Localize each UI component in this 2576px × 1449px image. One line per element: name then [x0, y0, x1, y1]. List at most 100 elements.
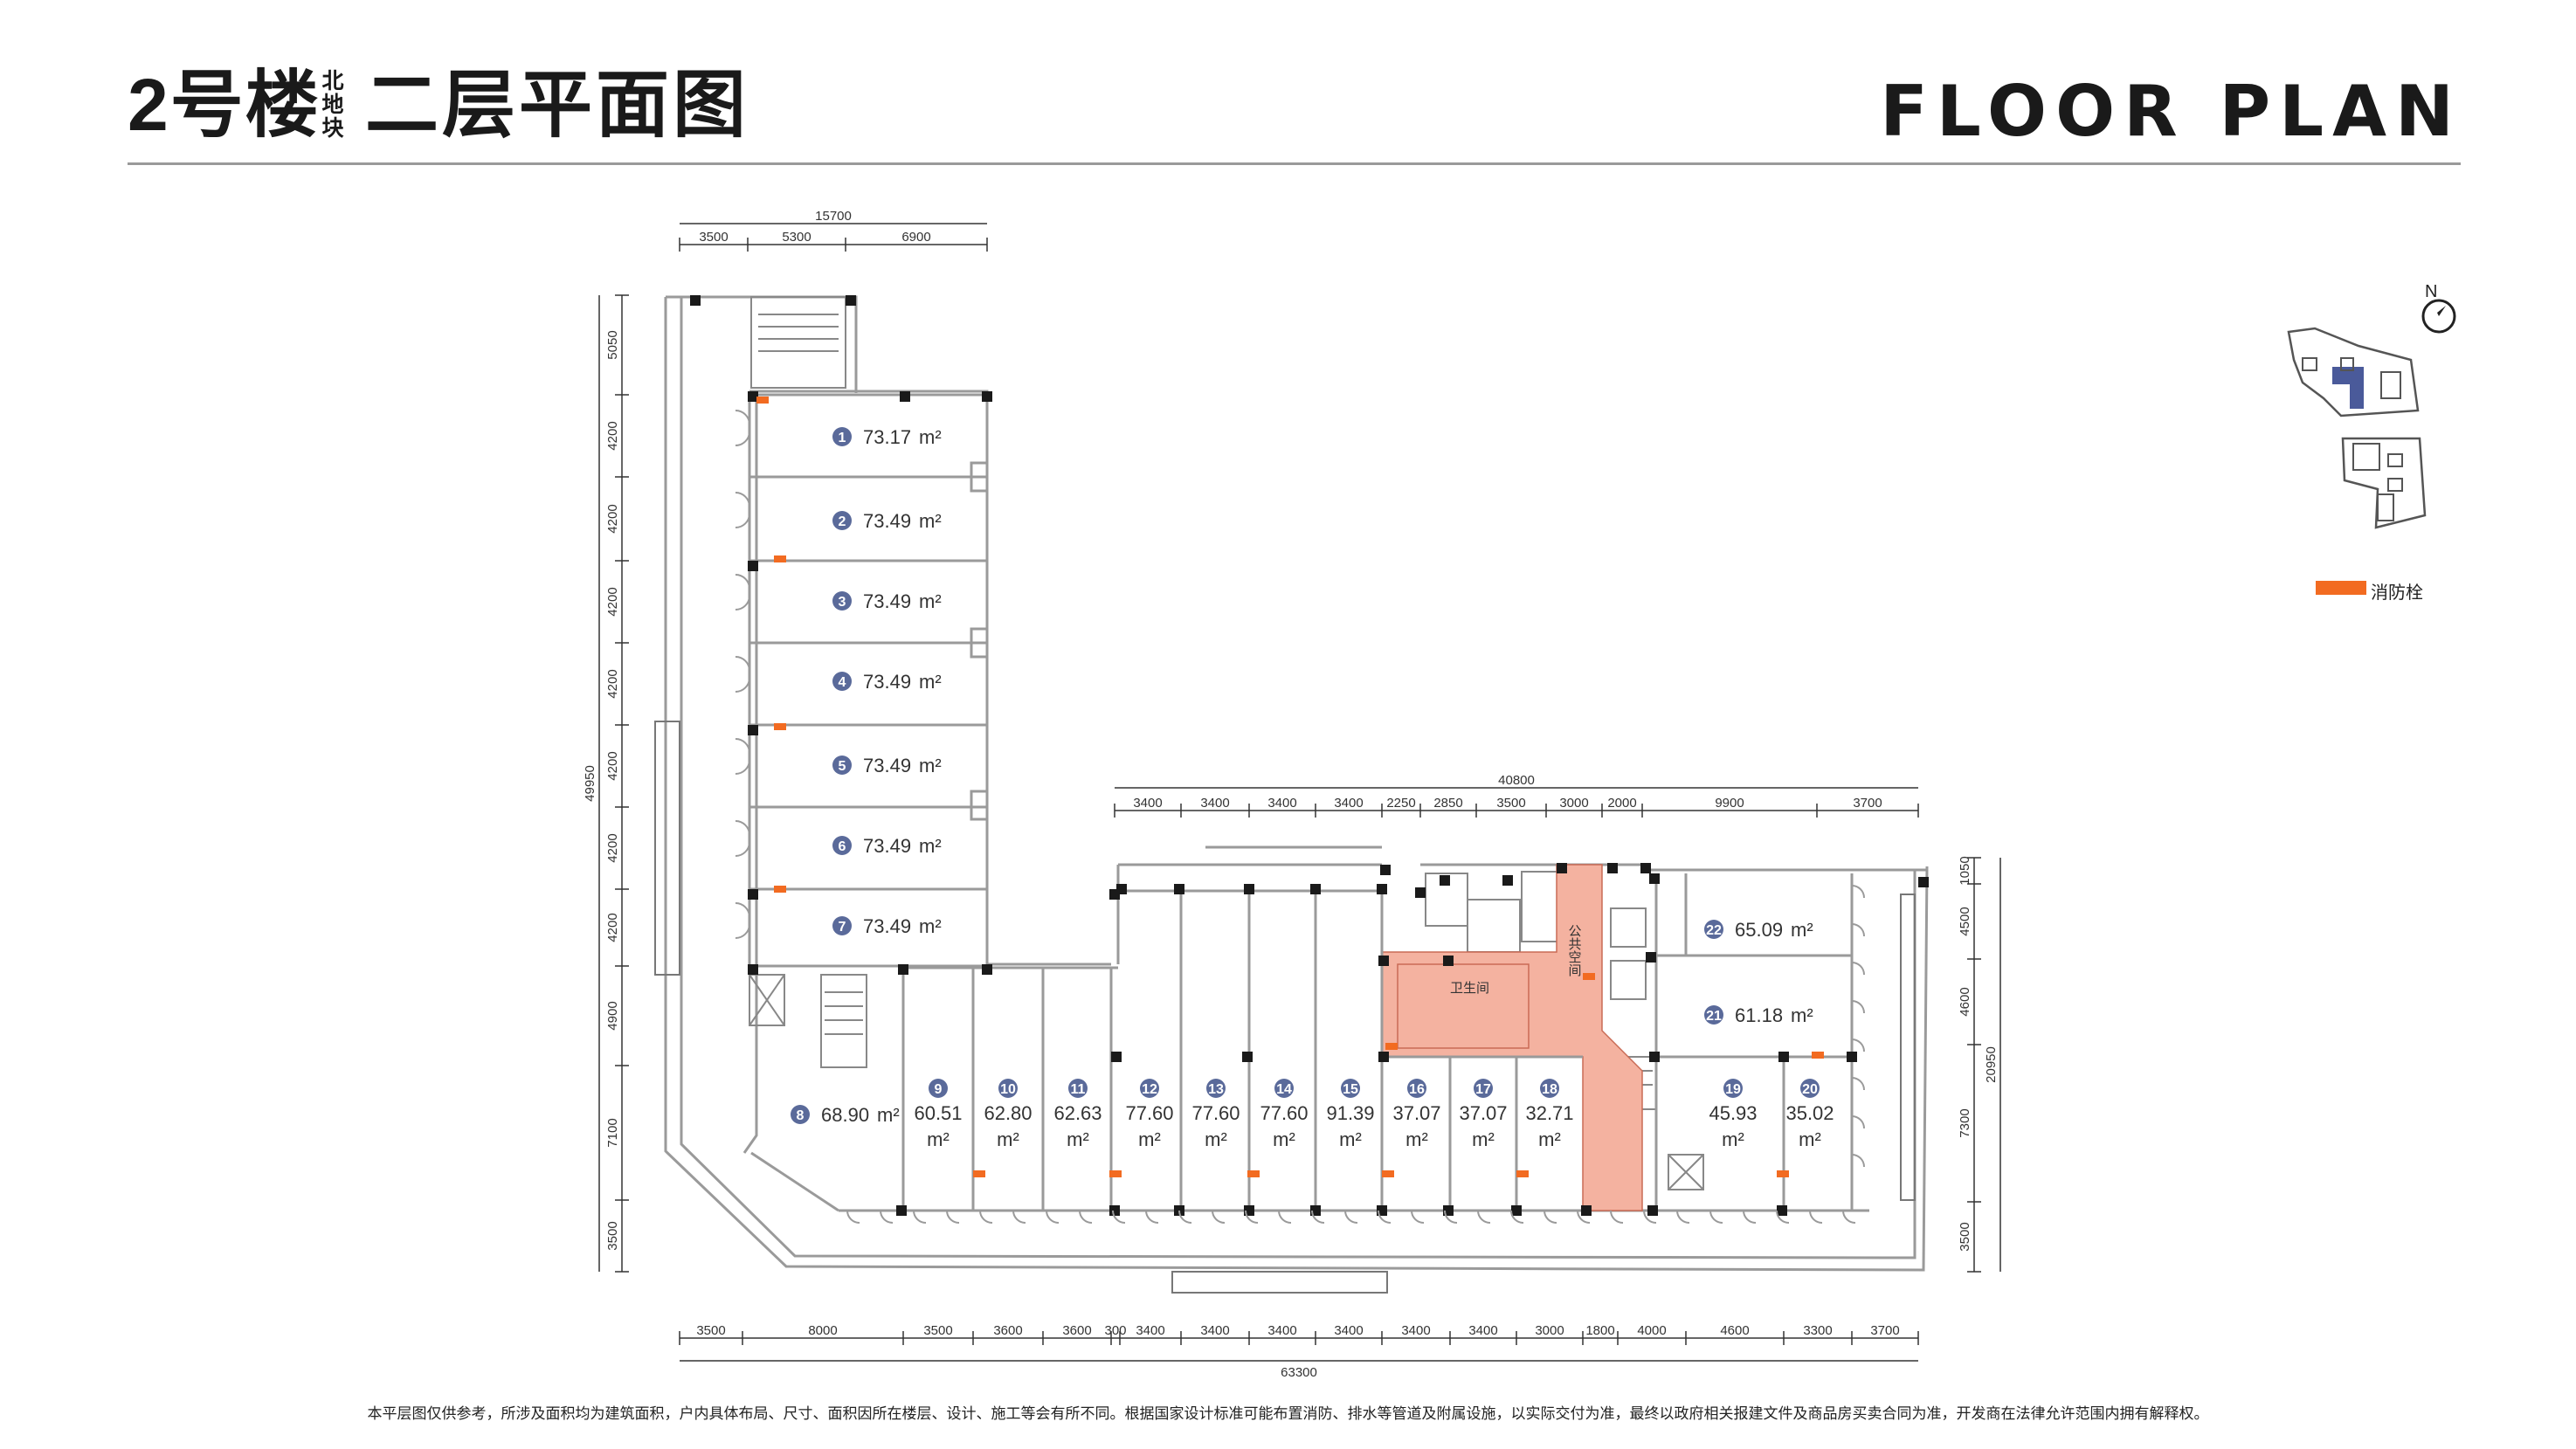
column — [1502, 875, 1513, 886]
unit-number: 14 — [1276, 1082, 1292, 1097]
unit-number: 5 — [839, 759, 846, 774]
door-icon — [979, 1210, 993, 1224]
dimension-label: 3500 — [1958, 1222, 1972, 1251]
unit-area: 60.51 — [914, 1102, 962, 1124]
door-icon — [1851, 1154, 1865, 1168]
plot-label: 北地块 — [321, 69, 344, 141]
column — [898, 964, 908, 975]
door-icon — [1477, 1210, 1491, 1224]
door-icon — [735, 759, 750, 775]
unit-number-badge — [998, 1079, 1018, 1098]
unit-area: 45.93 — [1709, 1102, 1757, 1124]
unit-area: 61.18 — [1735, 1004, 1783, 1026]
unit-number-badge — [1704, 920, 1723, 939]
dimension-label: 3400 — [1334, 796, 1363, 811]
unit-number: 3 — [839, 595, 846, 610]
dimension-label: 3400 — [1334, 1323, 1363, 1338]
column — [1646, 952, 1656, 963]
door-icon — [846, 1210, 860, 1224]
door-icon — [1610, 1210, 1624, 1224]
unit-area-unit: m² — [927, 1128, 950, 1150]
unit-area-unit: m² — [919, 426, 942, 448]
unit-label-1: 1 73.17 m² — [832, 426, 942, 448]
unit-number-badge — [1540, 1079, 1559, 1098]
column — [690, 295, 701, 306]
dimension-label: 3400 — [1267, 1323, 1296, 1338]
structural-columns — [690, 295, 1929, 1216]
unit-number: 2 — [839, 514, 846, 529]
fire-hydrant-swatch — [2316, 581, 2366, 595]
column — [1778, 1052, 1789, 1062]
column — [982, 391, 992, 402]
dimension-label: 3400 — [1200, 1323, 1229, 1338]
toilet-label: 卫生间 — [1450, 981, 1489, 996]
fire-hydrant-icon — [756, 397, 769, 404]
column — [1377, 884, 1387, 894]
unit-number-badge — [1206, 1079, 1226, 1098]
dimension-label: 8000 — [808, 1323, 837, 1338]
column — [1557, 863, 1567, 873]
door-icon — [1178, 1210, 1192, 1224]
unit-area: 37.07 — [1392, 1102, 1440, 1124]
unit-number-badge — [832, 427, 852, 446]
unit-number: 17 — [1475, 1082, 1491, 1097]
column — [748, 725, 758, 735]
door-icon — [880, 1210, 894, 1224]
door-icon — [1577, 1210, 1591, 1224]
door-icon — [735, 410, 750, 425]
dimension-label: 300 — [1104, 1323, 1126, 1338]
fire-hydrant-icon — [1247, 1170, 1260, 1177]
column — [1918, 877, 1929, 887]
door-icon — [1643, 1210, 1657, 1224]
dimension-label: 3600 — [993, 1323, 1022, 1338]
dimension-label: 4900 — [605, 1001, 620, 1030]
unit-number: 1 — [839, 431, 846, 445]
column — [1109, 1205, 1120, 1216]
dimension-label: 3400 — [1267, 796, 1296, 811]
unit-number: 18 — [1542, 1082, 1557, 1097]
unit-number: 4 — [839, 675, 846, 690]
unit-number: 9 — [935, 1082, 943, 1097]
unit-number-badge — [1704, 1005, 1723, 1025]
dimension-label: 4600 — [1958, 987, 1972, 1016]
unit-area-unit: m² — [1273, 1128, 1295, 1150]
dimension-total: 49950 — [583, 765, 597, 802]
unit-area-unit: m² — [877, 1104, 900, 1126]
column — [1310, 884, 1321, 894]
unit-area: 91.39 — [1326, 1102, 1374, 1124]
unit-number: 7 — [839, 920, 846, 935]
unit-number: 22 — [1706, 923, 1722, 938]
unit-number: 15 — [1343, 1082, 1358, 1097]
fire-hydrant-legend: 消防栓 — [2371, 583, 2423, 603]
door-icon — [1112, 1210, 1126, 1224]
dimension-total: 20950 — [1984, 1046, 1999, 1083]
unit-number-badge — [929, 1079, 948, 1098]
fire-hydrants — [756, 397, 1824, 1177]
unit-area: 73.17 — [863, 426, 911, 448]
unit-area-unit: m² — [1538, 1128, 1561, 1150]
unit-area-unit: m² — [919, 510, 942, 532]
unit-number: 16 — [1409, 1082, 1425, 1097]
unit-label-2: 2 73.49 m² — [832, 510, 942, 532]
unit-area-unit: m² — [1722, 1128, 1744, 1150]
column — [1581, 1205, 1592, 1216]
door-icon — [1851, 1077, 1865, 1091]
unit-number-badge — [1274, 1079, 1294, 1098]
door-swings — [735, 410, 1865, 1224]
unit-area-unit: m² — [1472, 1128, 1495, 1150]
door-icon — [1510, 1210, 1524, 1224]
door-icon — [735, 656, 750, 672]
unit-area: 73.49 — [863, 510, 911, 532]
floor-plan-heading: FLOOR PLAN — [1880, 71, 2462, 152]
dimension-label: 2850 — [1433, 796, 1462, 811]
unit-area: 73.49 — [863, 590, 911, 612]
unit-area: 77.60 — [1125, 1102, 1173, 1124]
door-icon — [735, 738, 750, 754]
column — [748, 889, 758, 900]
